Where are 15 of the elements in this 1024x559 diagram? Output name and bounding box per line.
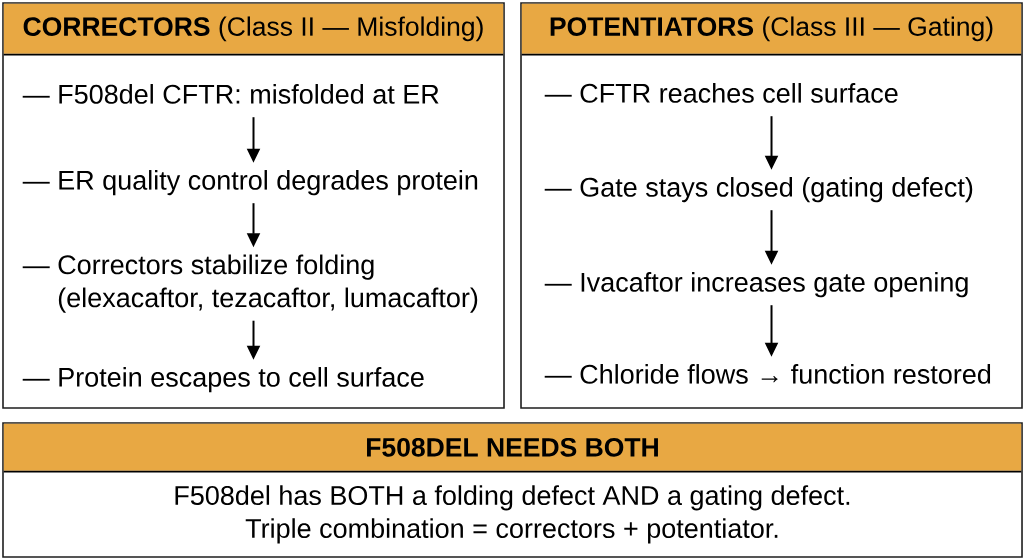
header-band: F508DEL NEEDS BOTH: [3, 423, 1022, 471]
panel: [520, 2, 1023, 409]
step-text: — Correctors stabilize folding (elexacaftor, tezacaftor, lumacaftor): [22, 254, 478, 313]
panel: [2, 2, 505, 409]
header-band: POTENTIATORS (Class III — Gating): [521, 3, 1022, 54]
panel: [2, 422, 1023, 558]
step-text: — CFTR reaches cell surface: [544, 83, 898, 103]
step-text: — Gate stays closed (gating defect): [544, 177, 973, 203]
step-text: — Protein escapes to cell surface: [22, 367, 424, 393]
step-text: — ER quality control degrades protein: [22, 170, 478, 196]
header-band: CORRECTORS (Class II — Misfolding): [3, 3, 504, 54]
body-text: F508del has BOTH a folding defect AND a gating defect. Triple combination = correctors + potentiator.: [175, 485, 850, 544]
step-text: — Ivacaftor increases gate opening: [544, 272, 968, 298]
step-text: — Chloride flows → function restored: [544, 364, 991, 384]
step-text: — F508del CFTR: misfolded at ER: [22, 84, 439, 104]
